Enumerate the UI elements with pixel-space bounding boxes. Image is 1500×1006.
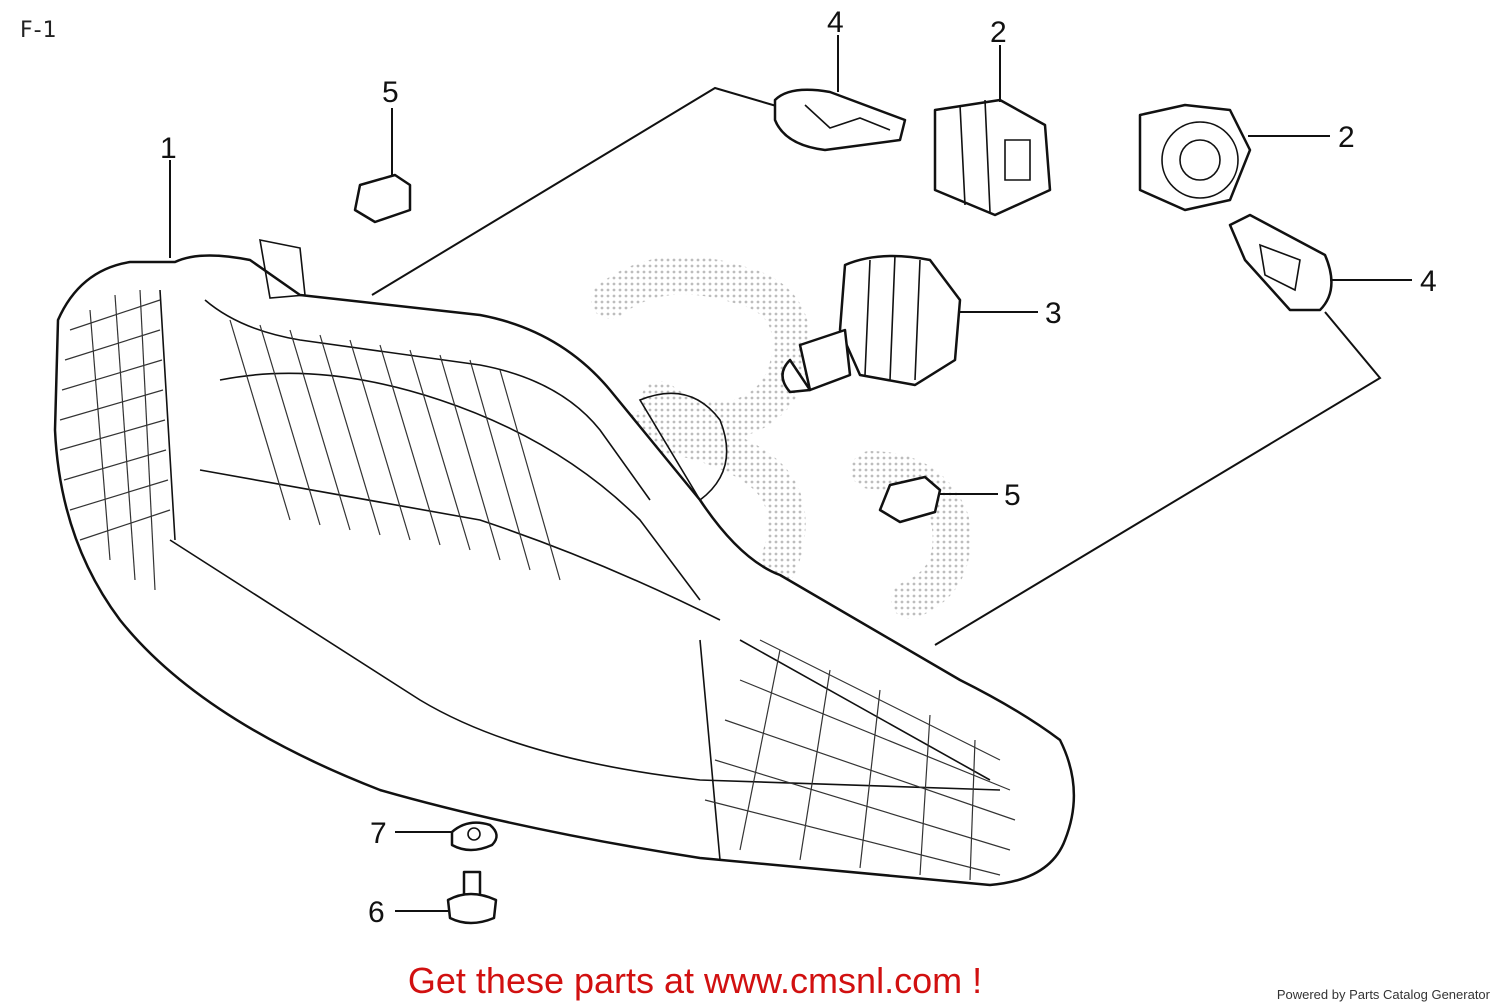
- callout-part-1: 1: [160, 132, 177, 165]
- callout-part-3: 3: [1045, 297, 1062, 330]
- nut-part: [450, 821, 498, 852]
- wedge-bulb-upper: [773, 88, 907, 152]
- callout-part-4-upper: 4: [827, 6, 844, 39]
- clip-upper: [353, 173, 412, 224]
- callout-part-6: 6: [368, 896, 385, 929]
- screw-part: [446, 870, 498, 925]
- callout-part-2-upper: 2: [990, 16, 1007, 49]
- socket-upper-left: [933, 98, 1052, 217]
- wedge-bulb-lower: [1228, 213, 1333, 312]
- headlight-bulb: [781, 254, 962, 394]
- headlight-assembly: [53, 238, 1076, 887]
- callout-part-4-right: 4: [1420, 265, 1437, 298]
- socket-upper-right: [1138, 103, 1252, 212]
- callout-labels: 1 2 2 3 4 4 5 5 6 7: [160, 6, 1437, 929]
- callout-part-5-lower: 5: [1004, 479, 1021, 512]
- clip-lower: [878, 475, 942, 524]
- promo-link-text[interactable]: Get these parts at www.cmsnl.com !: [407, 960, 983, 1001]
- assembly-leader-lines: [371, 86, 1382, 646]
- callout-part-7: 7: [370, 817, 387, 850]
- credit-text: Powered by Parts Catalog Generator: [1276, 987, 1490, 1002]
- page-label: F-1: [20, 18, 58, 43]
- watermark-logo: [541, 256, 971, 749]
- callout-part-2-right: 2: [1338, 121, 1355, 154]
- callout-part-5-upper: 5: [382, 76, 399, 109]
